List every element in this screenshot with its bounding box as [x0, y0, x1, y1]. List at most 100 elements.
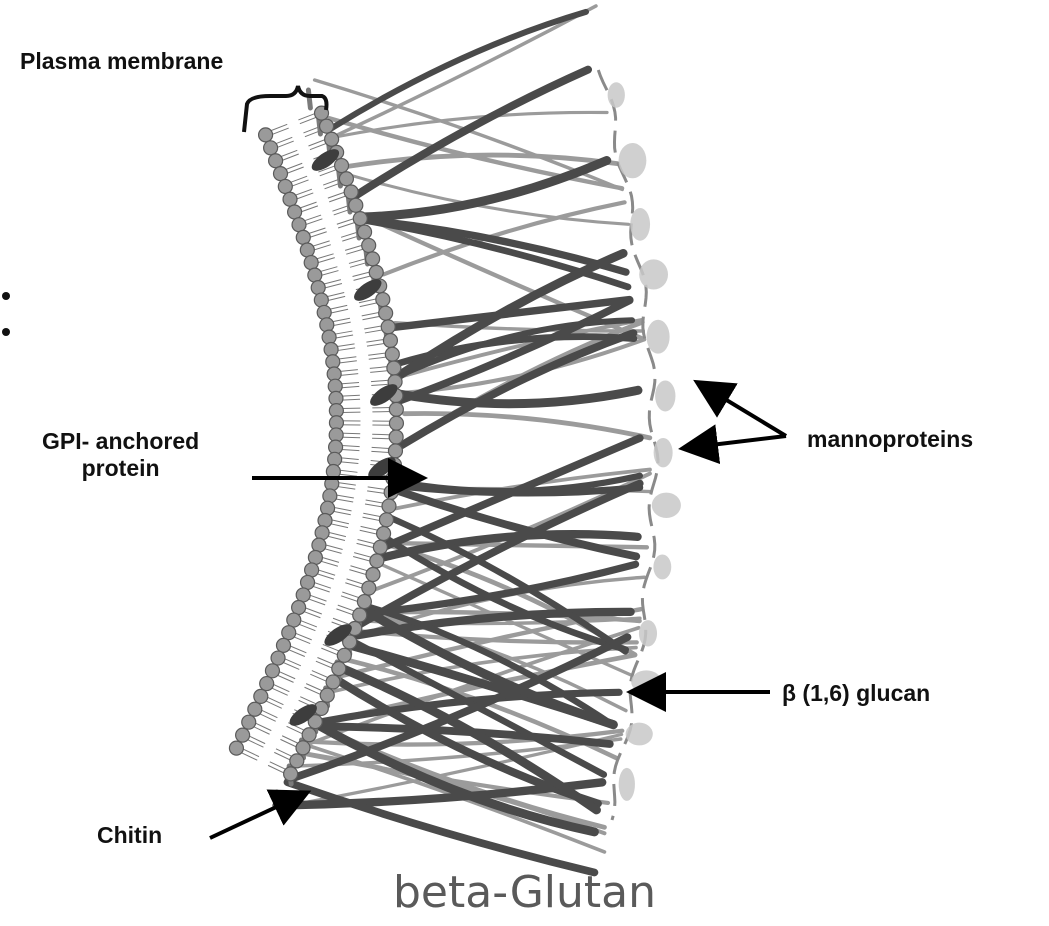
lipid-head [282, 626, 296, 640]
lipid-head [317, 305, 331, 319]
lipid-head [353, 608, 367, 622]
lipid-head [312, 538, 326, 552]
chitin-fiber [308, 90, 310, 108]
light-fiber [336, 6, 596, 136]
lipid-head [388, 444, 402, 458]
mannoprotein-blob [619, 768, 635, 801]
mannoproteins-label: mannoproteins [807, 426, 973, 453]
lipid-head [287, 613, 301, 627]
lipid-head [321, 501, 335, 515]
lipid-head [387, 361, 401, 375]
dark-fiber [400, 390, 638, 403]
chitin-label: Chitin [97, 822, 162, 849]
lipid-head [265, 664, 279, 678]
lipid-head [366, 252, 380, 266]
mannoprotein-blob [653, 554, 671, 579]
mannoprotein-blob [619, 143, 647, 178]
caption: beta-Glutan [0, 868, 1049, 918]
lipid-head [358, 225, 372, 239]
lipid-head [315, 526, 329, 540]
lipid-head [320, 119, 334, 133]
lipid-head [349, 198, 363, 212]
lipid-head [229, 741, 243, 755]
lipid-head [383, 334, 397, 348]
lipid-head [269, 154, 283, 168]
lipid-head [357, 595, 371, 609]
lipid-head [339, 172, 353, 186]
lipid-head [370, 554, 384, 568]
lipid-head [236, 728, 250, 742]
gpi-label-line1: GPI- anchored [42, 428, 199, 455]
mannoprotein-arrow-upper [700, 384, 786, 436]
lipid-head [254, 689, 268, 703]
lipid-head [292, 218, 306, 232]
lipid-head [296, 588, 310, 602]
lipid-head [332, 662, 346, 676]
lipid-head [318, 513, 332, 527]
lipid-head [353, 212, 367, 226]
lipid-head [389, 416, 403, 430]
plasma-membrane-label: Plasma membrane [20, 48, 223, 75]
lipid-head [301, 575, 315, 589]
lipid-head [292, 600, 306, 614]
mannoprotein-blob [639, 620, 657, 646]
gpi-anchored-protein-label: GPI- anchored protein [42, 428, 199, 482]
mannoprotein-blob [647, 320, 670, 354]
lipid-head [308, 551, 322, 565]
lipid-head [382, 499, 396, 513]
beta-glucan-label: β (1,6) glucan [782, 680, 930, 707]
lipid-head [366, 567, 380, 581]
mannoprotein-blob [608, 82, 625, 107]
gpi-label-line2: protein [42, 455, 199, 482]
lipid-head [271, 651, 285, 665]
mannoprotein-blob [639, 259, 668, 289]
lipid-head [296, 741, 310, 755]
lipid-head [276, 638, 290, 652]
chitin-arrow [210, 794, 304, 838]
lipid-head [326, 675, 340, 689]
lipid-head [320, 688, 334, 702]
mannoprotein-blob [654, 438, 673, 467]
lipid-head [320, 318, 334, 332]
lipid-head [284, 767, 298, 781]
lipid-head [290, 754, 304, 768]
lipid-head [278, 179, 292, 193]
mannoprotein-blob [655, 380, 675, 411]
lipid-head [260, 677, 274, 691]
lipid-head [259, 128, 273, 142]
lipid-head [389, 430, 403, 444]
lipid-head [296, 230, 310, 244]
lipid-head [242, 715, 256, 729]
mannoprotein-arrow-lower [686, 436, 786, 448]
lipid-head [362, 581, 376, 595]
lipid-head [311, 281, 325, 295]
lipid-head [337, 648, 351, 662]
mannoprotein-blob [626, 723, 653, 746]
lipid-head [379, 306, 393, 320]
lipid-head [302, 728, 316, 742]
lipid-head [381, 320, 395, 334]
lipid-head [369, 265, 383, 279]
mannoprotein-blob [652, 493, 681, 518]
lipid-head [373, 540, 387, 554]
lipid-head [376, 293, 390, 307]
lipid-head [283, 192, 297, 206]
lipid-head [308, 268, 322, 282]
lipid-head [362, 238, 376, 252]
mannoprotein-blob [630, 208, 650, 241]
lipid-head [264, 141, 278, 155]
lipid-head [325, 132, 339, 146]
lipid-head [273, 167, 287, 181]
lipid-head [377, 527, 391, 541]
lipid-head [322, 330, 336, 344]
lipid-head [300, 243, 314, 257]
lipid-head [323, 489, 337, 503]
lipid-head [384, 485, 398, 499]
lipid-head [335, 159, 349, 173]
lipid-head [389, 402, 403, 416]
lipid-head [385, 347, 399, 361]
lipid-head [305, 563, 319, 577]
lipid-head [379, 513, 393, 527]
lipid-head [304, 256, 318, 270]
lipid-head [344, 185, 358, 199]
